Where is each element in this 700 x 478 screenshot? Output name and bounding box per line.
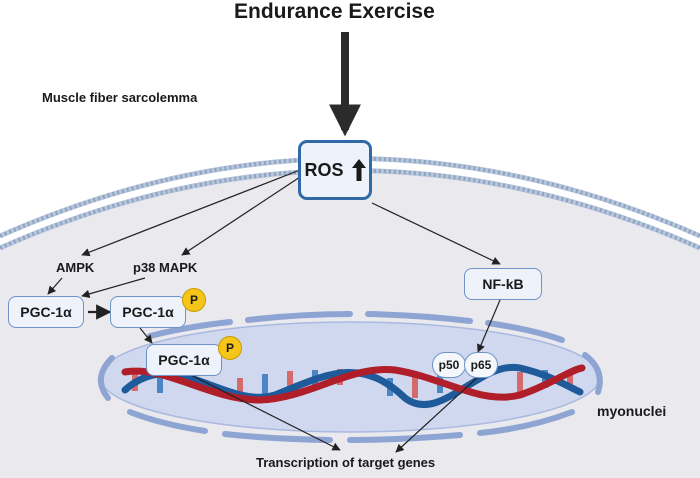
nuclear-envelope <box>98 311 603 443</box>
nfkb-box: NF-kB <box>464 268 542 300</box>
pgc1a-phospho-box: PGC-1α <box>110 296 186 328</box>
p50-subunit: p50 <box>432 352 466 378</box>
arrow-pgc-transcription <box>184 371 341 451</box>
p65-subunit: p65 <box>464 352 498 378</box>
arrow-ros-ampk <box>81 169 301 257</box>
phospho-badge-cytoplasm: P <box>182 288 206 312</box>
arrow-ampk-pgc <box>47 277 63 295</box>
arrow-ros-p38 <box>181 176 301 256</box>
up-arrow-icon <box>351 159 366 181</box>
pgc1a-nuclear-box: PGC-1α <box>146 344 222 376</box>
phospho-badge-nuclear: P <box>218 336 242 360</box>
pgc1a-box: PGC-1α <box>8 296 84 328</box>
arrow-nfkb-transcription <box>395 374 481 453</box>
arrow-pgc-nuclear <box>139 327 153 344</box>
p38-mapk-label: p38 MAPK <box>133 260 198 275</box>
arrow-p38-pgc <box>81 277 146 298</box>
signal-arrows <box>47 169 501 453</box>
dna-strand-red <box>121 364 586 404</box>
ampk-label: AMPK <box>56 260 95 275</box>
membrane-label: Muscle fiber sarcolemma <box>42 90 198 105</box>
outcome-label: Transcription of target genes <box>256 455 436 470</box>
arrow-ros-nfkb <box>371 202 501 265</box>
arrow-nfkb-p65 <box>477 299 501 353</box>
nucleus-label: myonuclei <box>597 403 667 419</box>
diagram-title: Endurance Exercise <box>234 0 435 23</box>
ros-label: ROS <box>304 159 344 180</box>
ros-box: ROS <box>298 140 372 200</box>
